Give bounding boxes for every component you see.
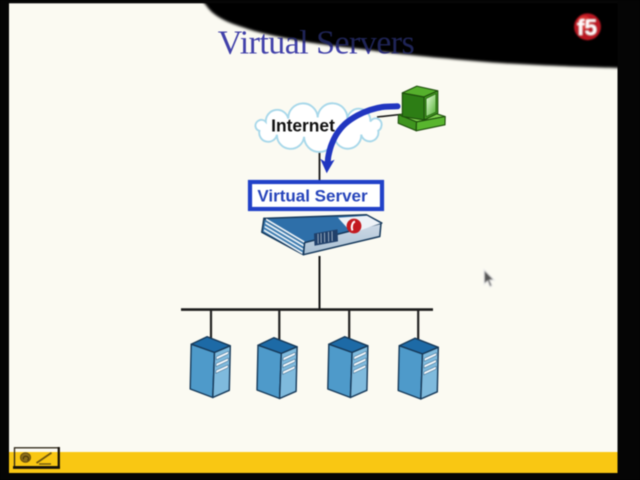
svg-text:Internet: Internet <box>271 115 335 135</box>
svg-text:Virtual Server: Virtual Server <box>257 187 368 206</box>
svg-text:f5: f5 <box>577 15 597 40</box>
